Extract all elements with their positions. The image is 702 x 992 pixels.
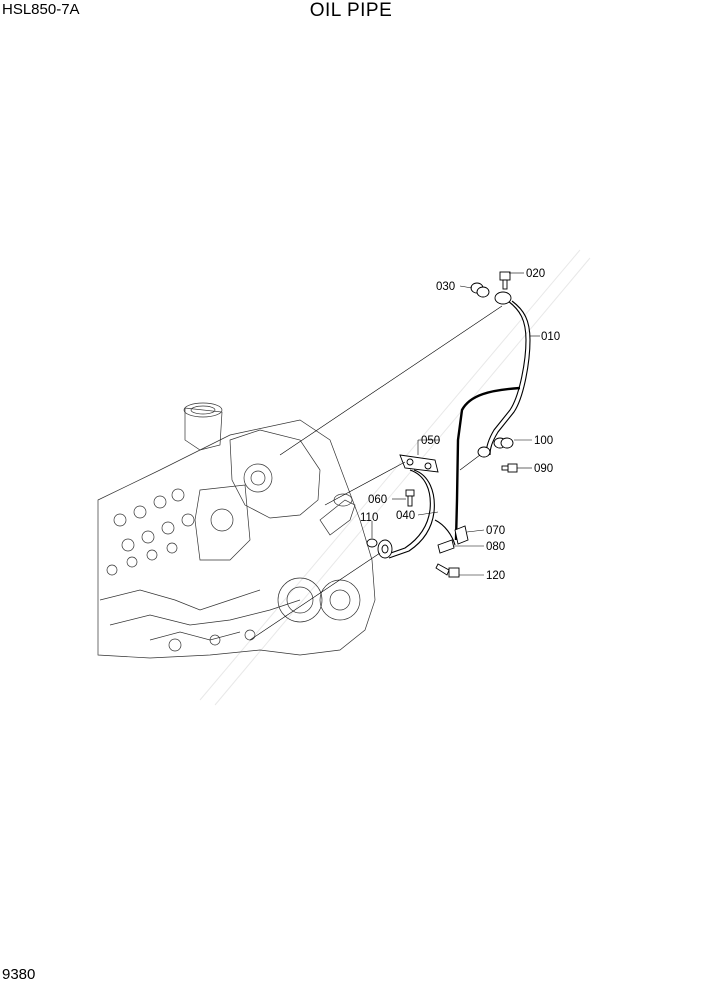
- callout-100: 100: [534, 435, 553, 447]
- callout-labels: 020 030 010 050 100 090 060 040 110 070 …: [360, 268, 560, 582]
- bolt-020: [499, 271, 511, 290]
- oil-pipe-return: [454, 386, 521, 541]
- oil-pipe-010: [485, 300, 531, 456]
- model-code: HSL850-7A: [2, 1, 80, 18]
- callout-020: 020: [526, 268, 545, 280]
- page-title: OIL PIPE: [309, 0, 393, 21]
- flange-050: [399, 454, 439, 473]
- callout-090: 090: [534, 463, 553, 475]
- callout-010: 010: [541, 331, 560, 343]
- callout-050: 050: [421, 435, 440, 447]
- clip-080: [437, 539, 455, 554]
- banjo-fitting-100: [477, 437, 514, 458]
- callout-110: 110: [360, 512, 378, 524]
- callout-040: 040: [396, 510, 415, 522]
- callout-120: 120: [486, 570, 505, 582]
- bolt-120: [435, 563, 460, 578]
- callout-080: 080: [486, 541, 505, 553]
- page-number: 9380: [2, 966, 36, 983]
- bolt-090: [501, 463, 518, 473]
- leader-lines: [249, 272, 540, 641]
- banjo-fitting-top: [494, 291, 512, 305]
- oring-110: [366, 538, 378, 548]
- callout-070: 070: [486, 525, 505, 537]
- bolt-060: [405, 489, 415, 507]
- engine-block: [97, 402, 376, 659]
- valve-row: [106, 488, 195, 576]
- callout-030: 030: [436, 281, 455, 293]
- connector-040-end: [377, 539, 393, 559]
- clip-070: [454, 525, 469, 545]
- washer-030: [470, 282, 490, 298]
- watermark: [199, 249, 591, 706]
- callout-060: 060: [368, 494, 387, 506]
- oil-pipe-040: [384, 469, 456, 559]
